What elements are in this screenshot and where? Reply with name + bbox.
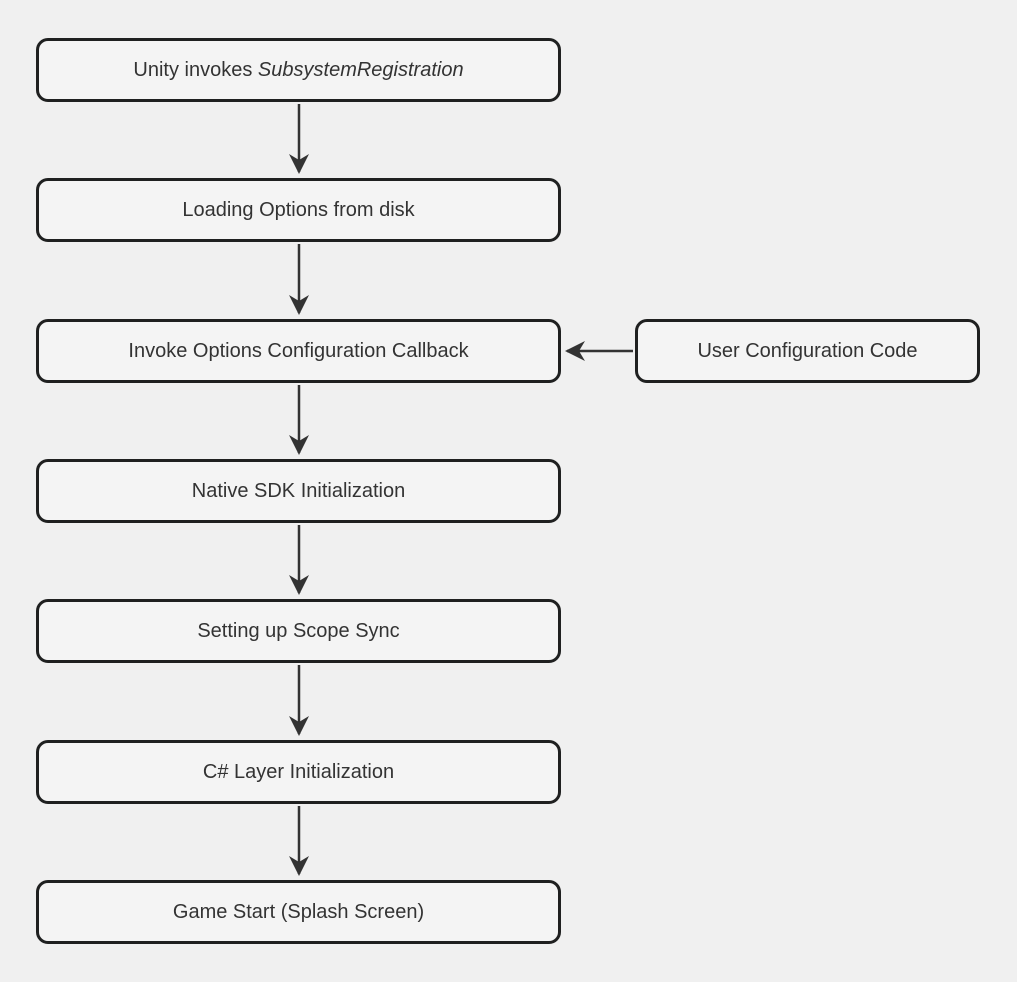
node-label: Loading Options from disk [182, 199, 415, 221]
node-label: Native SDK Initialization [191, 480, 406, 502]
node-unity-invokes-subsystem-registration: Unity invokes SubsystemRegistration [36, 38, 561, 102]
node-label: User Configuration Code [697, 340, 918, 362]
node-native-sdk-initialization: Native SDK Initialization [36, 459, 561, 523]
node-game-start-splash-screen: Game Start (Splash Screen) [36, 880, 561, 944]
node-setting-up-scope-sync: Setting up Scope Sync [36, 599, 561, 663]
node-loading-options-from-disk: Loading Options from disk [36, 178, 561, 242]
node-csharp-layer-initialization: C# Layer Initialization [36, 740, 561, 804]
node-invoke-options-configuration-callback: Invoke Options Configuration Callback [36, 319, 561, 383]
node-label: Game Start (Splash Screen) [172, 901, 425, 923]
node-label: Unity invokes SubsystemRegistration [133, 59, 464, 81]
node-label: Setting up Scope Sync [197, 620, 400, 642]
node-label: Invoke Options Configuration Callback [128, 340, 469, 362]
node-label: C# Layer Initialization [202, 761, 395, 783]
node-user-configuration-code: User Configuration Code [635, 319, 980, 383]
